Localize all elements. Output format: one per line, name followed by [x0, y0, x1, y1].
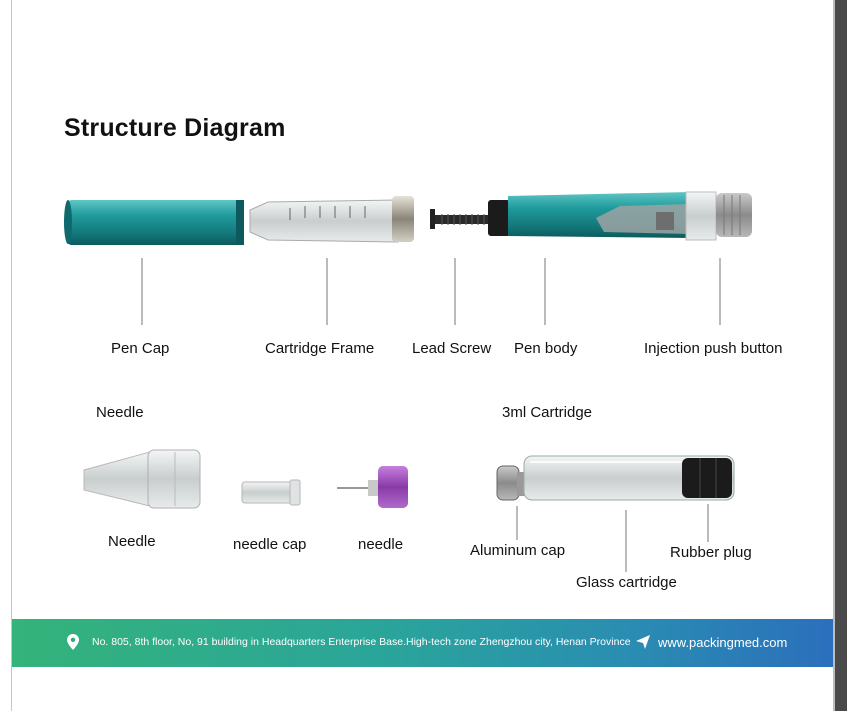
glass-cartridge-image: [496, 455, 735, 501]
viewer-scrollbar[interactable]: [833, 0, 847, 711]
cartridge-section-heading: 3ml Cartridge: [502, 404, 593, 421]
top-leader-lines: [141, 258, 721, 325]
cartridge-frame-image: [249, 196, 414, 243]
left-margin-rule: [11, 0, 12, 711]
pen-cap-image: [64, 200, 244, 245]
label-pen-cap: Pen Cap: [111, 340, 170, 357]
label-lead-screw: Lead Screw: [412, 340, 492, 357]
label-aluminum-cap: Aluminum cap: [470, 542, 566, 559]
bottom-leader-lines: [516, 504, 709, 572]
footer-bar: No. 805, 8th floor, No, 91 building in H…: [12, 619, 833, 667]
needle-section-heading: Needle: [96, 404, 144, 421]
label-pen-body: Pen body: [514, 340, 578, 357]
needle-cap-image: [241, 479, 301, 506]
label-glass-cartridge: Glass cartridge: [576, 574, 677, 591]
footer-website-link[interactable]: www.packingmed.com: [658, 635, 788, 650]
label-needle-cap: needle cap: [233, 536, 307, 553]
footer-address: No. 805, 8th floor, No, 91 building in H…: [92, 636, 631, 648]
needle-image: [337, 466, 408, 508]
label-rubber-plug: Rubber plug: [670, 544, 752, 561]
label-needle-small: needle: [358, 536, 404, 553]
label-injection-push-button: Injection push button: [644, 340, 783, 357]
needle-housing-image: [83, 449, 201, 509]
paper-plane-icon: [636, 635, 650, 649]
label-needle: Needle: [108, 533, 156, 550]
pen-body-image: [508, 191, 752, 241]
page-title: Structure Diagram: [64, 114, 286, 142]
label-cartridge-frame: Cartridge Frame: [265, 340, 375, 357]
location-pin-icon: [67, 634, 79, 650]
lead-screw-image: [430, 200, 510, 236]
